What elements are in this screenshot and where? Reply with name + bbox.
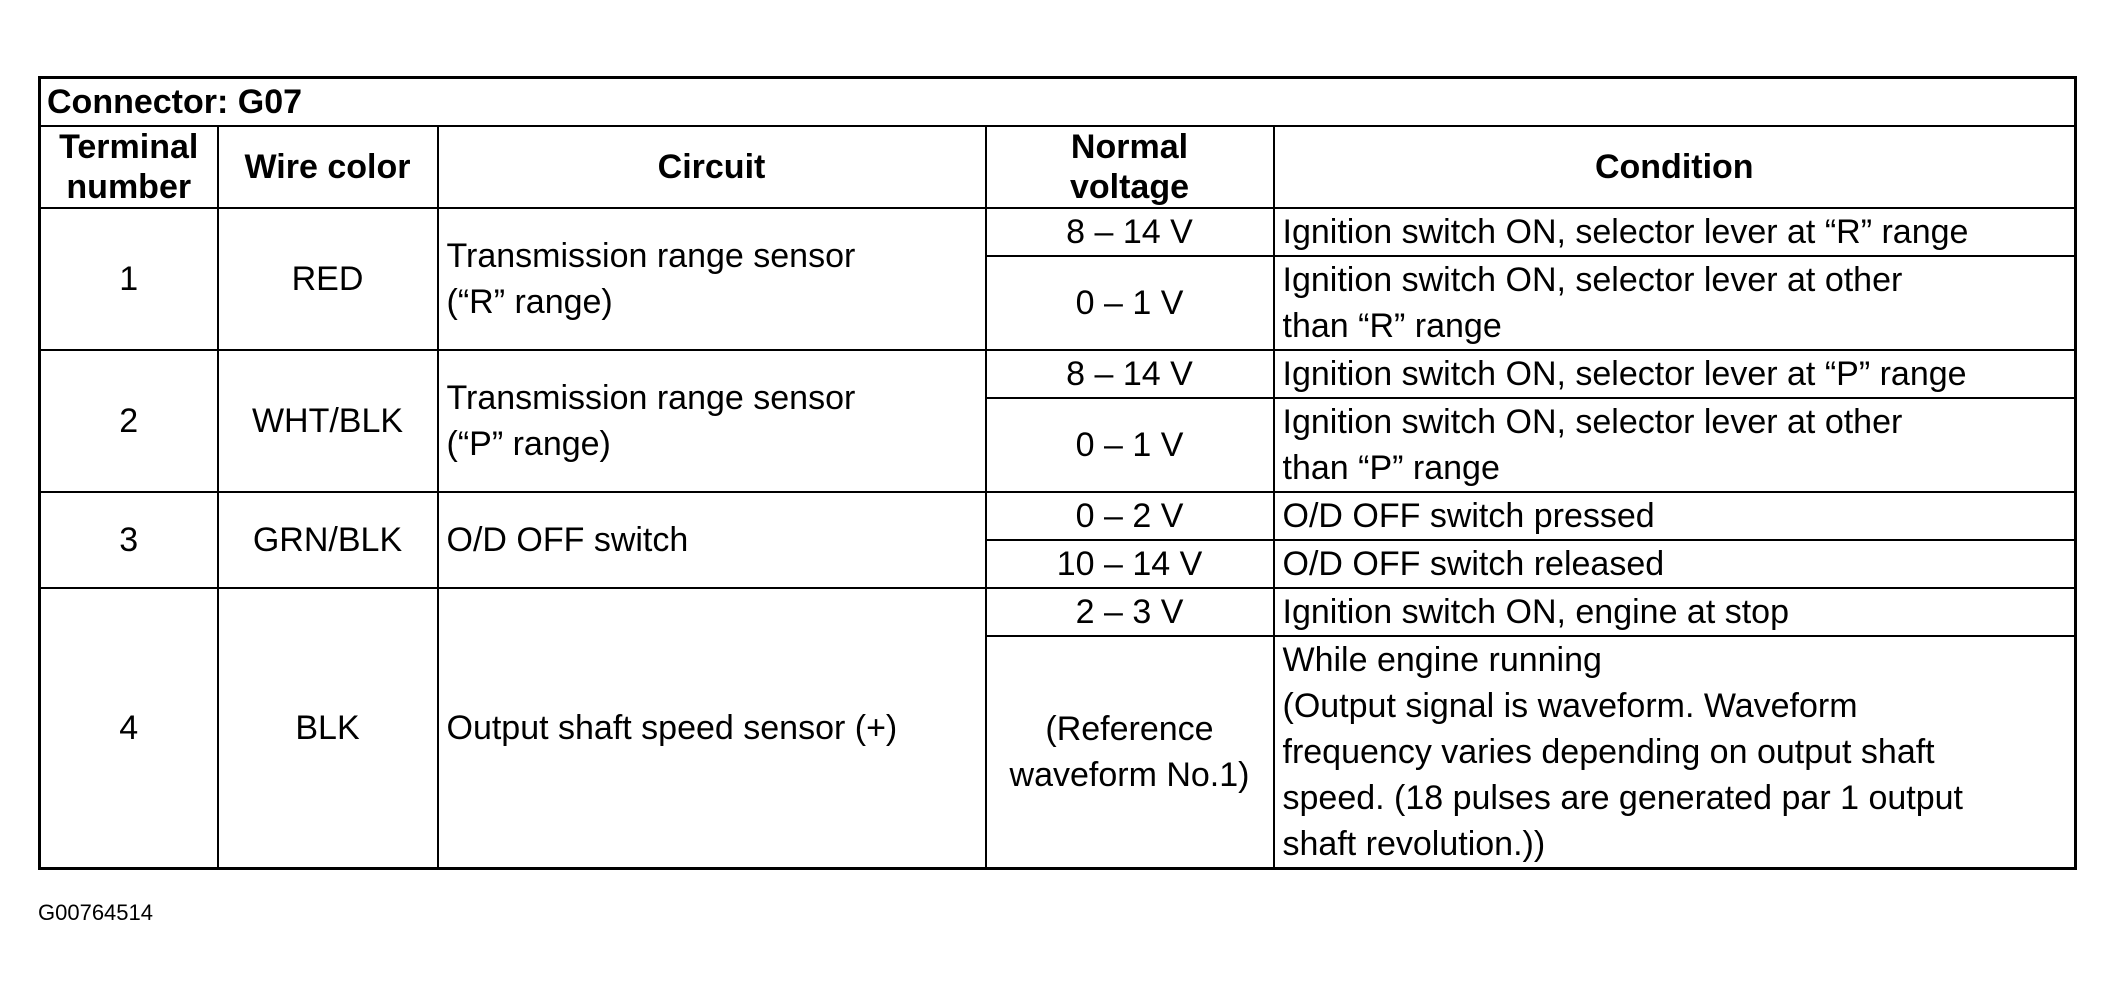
table-row: 10 – 14 V O/D OFF switch released: [40, 539, 2077, 589]
wire-color: GRN/BLK: [216, 491, 439, 589]
table-row: 3 GRN/BLK O/D OFF switch 0 – 2 V O/D OFF…: [38, 491, 2077, 589]
voltage: 0 – 1 V: [984, 255, 1275, 351]
wire-color: BLK: [216, 587, 439, 870]
condition: Ignition switch ON, selector lever at “P…: [1272, 349, 2077, 399]
terminal-number: 2: [38, 349, 219, 493]
terminal-number: 1: [38, 207, 219, 351]
condition: While engine running (Output signal is w…: [1272, 635, 2077, 870]
condition: Ignition switch ON, selector lever at ot…: [1272, 397, 2077, 493]
header-circuit: Circuit: [436, 125, 987, 209]
circuit: Transmission range sensor (“P” range): [436, 349, 987, 493]
table-row: (Reference waveform No.1) While engine r…: [40, 635, 2077, 870]
voltage: 8 – 14 V: [984, 207, 1275, 257]
table-row: 0 – 1 V Ignition switch ON, selector lev…: [40, 397, 2077, 493]
voltage: 0 – 1 V: [984, 397, 1275, 493]
circuit: Transmission range sensor (“R” range): [436, 207, 987, 351]
terminal-number: 4: [38, 587, 219, 870]
connector-table: Connector: G07 Terminal number Wire colo…: [38, 76, 2078, 870]
header-row: Terminal number Wire color Circuit Norma…: [38, 125, 2077, 209]
condition: Ignition switch ON, selector lever at “R…: [1272, 207, 2077, 257]
header-voltage: Normal voltage: [984, 125, 1275, 209]
header-wire-color: Wire color: [216, 125, 439, 209]
voltage: 8 – 14 V: [984, 349, 1275, 399]
voltage: (Reference waveform No.1): [984, 635, 1275, 870]
condition: O/D OFF switch pressed: [1272, 491, 2077, 541]
voltage: 10 – 14 V: [984, 539, 1275, 589]
voltage: 2 – 3 V: [984, 587, 1275, 637]
connector-title: Connector: G07: [38, 76, 2077, 127]
table-row: 1 RED Transmission range sensor (“R” ran…: [38, 207, 2077, 351]
title-row: Connector: G07: [38, 76, 2077, 127]
header-condition: Condition: [1272, 125, 2077, 209]
table-row: 4 BLK Output shaft speed sensor (+) 2 – …: [38, 587, 2077, 870]
wire-color: WHT/BLK: [216, 349, 439, 493]
condition: Ignition switch ON, engine at stop: [1272, 587, 2077, 637]
header-terminal: Terminal number: [38, 125, 219, 209]
condition: Ignition switch ON, selector lever at ot…: [1272, 255, 2077, 351]
circuit: O/D OFF switch: [436, 491, 987, 589]
circuit: Output shaft speed sensor (+): [436, 587, 987, 870]
figure-code: G00764514: [38, 900, 153, 925]
voltage: 0 – 2 V: [984, 491, 1275, 541]
wire-color: RED: [216, 207, 439, 351]
terminal-number: 3: [38, 491, 219, 589]
table-row: 0 – 1 V Ignition switch ON, selector lev…: [40, 255, 2077, 351]
table-row: 2 WHT/BLK Transmission range sensor (“P”…: [38, 349, 2077, 493]
condition: O/D OFF switch released: [1272, 539, 2077, 589]
